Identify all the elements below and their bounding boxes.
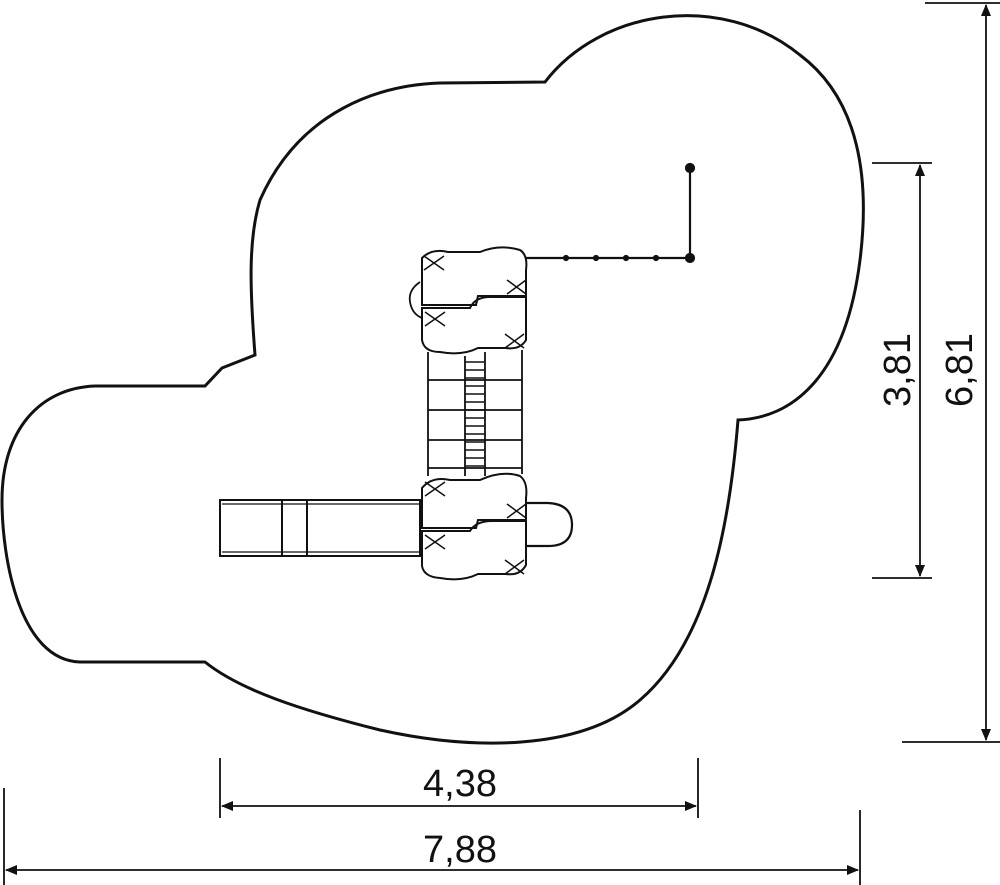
outer-width-label: 7,88 (423, 829, 497, 871)
dimension-outer-height: 6,81 (902, 2, 1000, 743)
dimension-inner-height: 3,81 (872, 162, 932, 579)
handle-loop (527, 501, 574, 548)
inner-width-label: 4,38 (423, 763, 497, 805)
inner-height-label: 3,81 (877, 333, 919, 407)
dimension-inner-width: 4,38 (219, 758, 699, 818)
slide (219, 499, 421, 557)
outer-height-label: 6,81 (939, 333, 981, 407)
safety-area-outline (0, 14, 865, 745)
railing-pole (526, 162, 696, 264)
upper-tower (408, 246, 528, 355)
climbing-bridge (427, 350, 523, 476)
lower-tower (421, 472, 528, 581)
dimension-outer-width: 7,88 (3, 788, 861, 885)
